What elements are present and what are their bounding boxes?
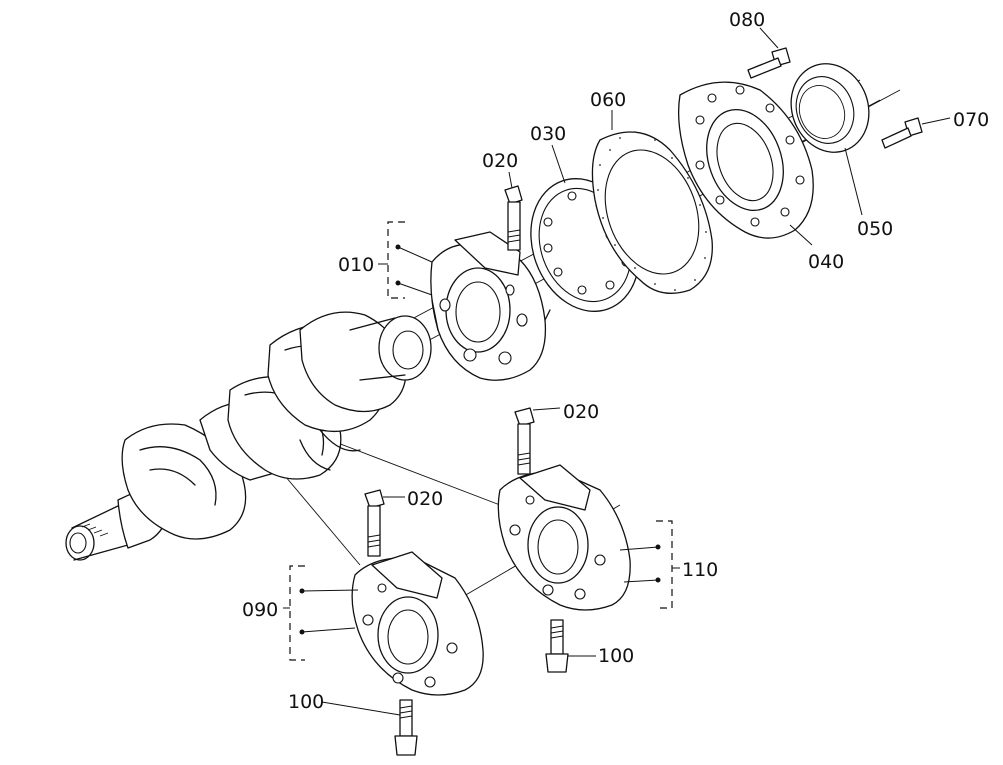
leader-lines — [283, 27, 951, 716]
seal-case-040 — [678, 81, 814, 239]
gasket-060 — [591, 131, 713, 294]
bearing-case-110 — [497, 464, 631, 611]
label-090: 090 — [242, 599, 278, 621]
label-040: 040 — [808, 251, 844, 273]
label-100-lower: 100 — [288, 691, 324, 713]
bolt-020-middle — [514, 407, 535, 475]
label-100-right: 100 — [598, 645, 634, 667]
label-060: 060 — [590, 89, 626, 111]
label-110: 110 — [682, 559, 718, 581]
group-bracket-110 — [619, 520, 673, 609]
group-bracket-090 — [289, 565, 359, 661]
bolt-100-lower — [394, 699, 418, 756]
crankshaft — [65, 311, 432, 561]
bolt-020-lower — [364, 489, 385, 557]
label-070: 070 — [953, 109, 989, 131]
label-010: 010 — [338, 254, 374, 276]
label-030: 030 — [530, 123, 566, 145]
oil-seal-050 — [790, 63, 870, 153]
bearing-case-090 — [351, 551, 484, 696]
part-labels: 010 020 030 060 080 070 050 040 020 020 … — [242, 9, 989, 713]
bolt-070 — [881, 117, 923, 149]
label-020-lower: 020 — [407, 488, 443, 510]
label-080: 080 — [729, 9, 765, 31]
bolt-020-upper — [504, 185, 523, 251]
group-bracket-010 — [387, 221, 433, 299]
label-020-upper: 020 — [482, 150, 518, 172]
label-050: 050 — [857, 218, 893, 240]
bearing-case-010 — [430, 231, 551, 381]
bolt-100-right — [545, 619, 569, 673]
bolt-080 — [747, 47, 791, 79]
label-020-middle: 020 — [563, 401, 599, 423]
